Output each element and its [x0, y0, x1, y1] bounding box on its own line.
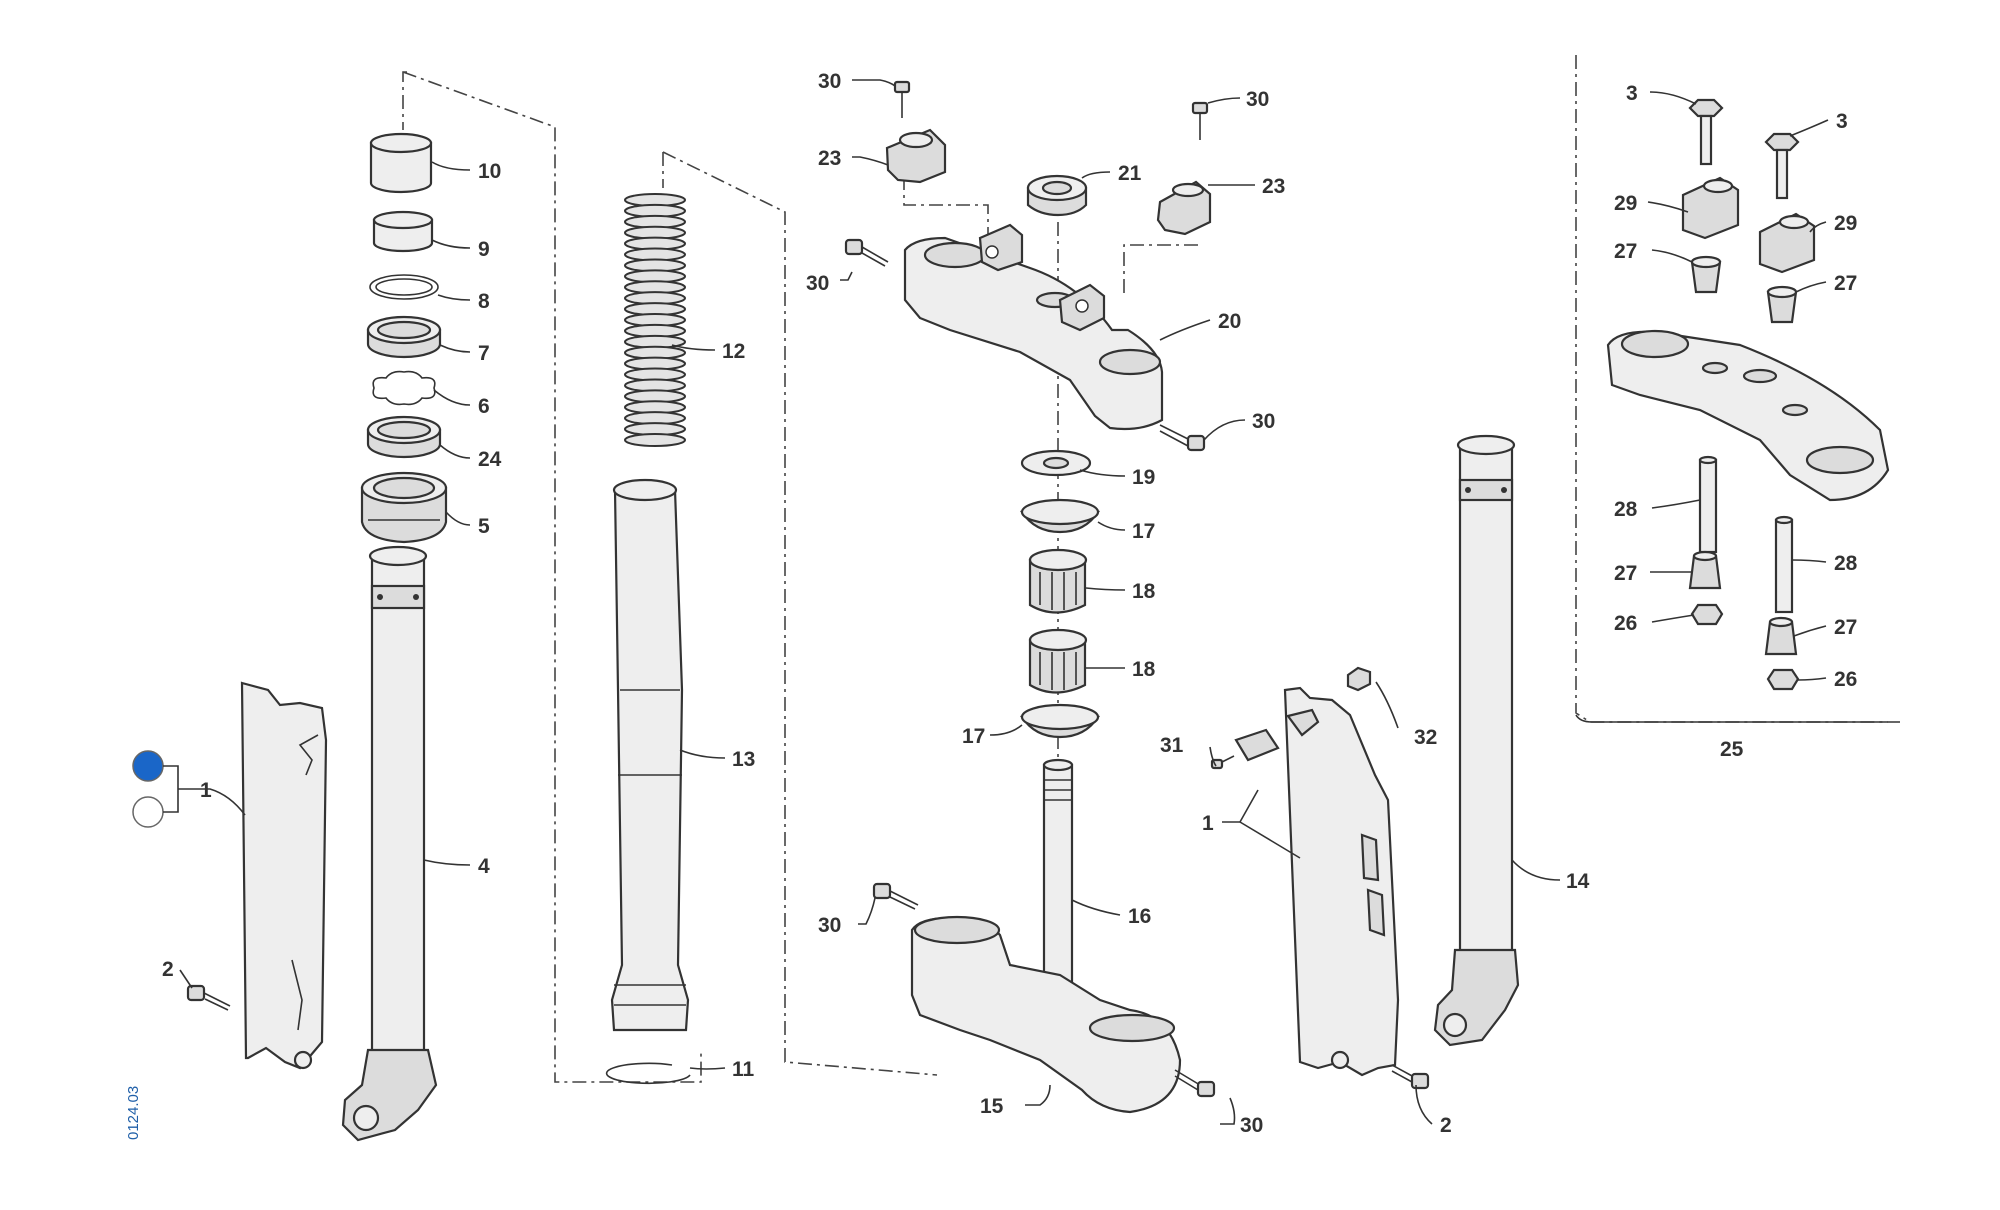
callout-30-c: 30	[1246, 88, 1269, 111]
callout-2-right: 2	[1440, 1114, 1452, 1137]
callout-28-b: 28	[1834, 552, 1858, 575]
callout-14: 14	[1566, 870, 1590, 893]
callout-30-d: 30	[1252, 410, 1275, 433]
callout-25: 25	[1720, 738, 1744, 761]
callout-19: 19	[1132, 466, 1155, 489]
callout-30-b: 30	[806, 272, 829, 295]
bolt-30-lower-left	[872, 882, 919, 910]
callout-30-e: 30	[818, 914, 841, 937]
callout-24: 24	[478, 448, 502, 471]
drawing-code: 0124.03	[125, 1086, 142, 1140]
callout-3-b: 3	[1836, 110, 1848, 133]
callout-21: 21	[1118, 162, 1142, 185]
callout-9: 9	[478, 238, 490, 261]
callout-23-b: 23	[1262, 175, 1285, 198]
fork-guard-right	[1283, 686, 1400, 1077]
callout-16: 16	[1128, 905, 1151, 928]
fork-outer-tube-4	[341, 545, 438, 1142]
bolt-2-right	[1391, 1064, 1430, 1090]
callout-27-c: 27	[1614, 562, 1637, 585]
callout-26-b: 26	[1834, 668, 1857, 691]
dust-seal-17-lower	[1019, 703, 1101, 739]
callout-28-a: 28	[1614, 498, 1638, 521]
callout-10: 10	[478, 160, 501, 183]
callout-2-left: 2	[162, 958, 174, 981]
dust-seal-17-upper	[1019, 498, 1101, 534]
callout-5: 5	[478, 515, 490, 538]
fork-cartridge-13	[605, 478, 691, 1085]
callout-12: 12	[722, 340, 745, 363]
alt-upper-clamp-kit-25	[1575, 98, 1900, 723]
callout-15: 15	[980, 1095, 1004, 1118]
nut-32	[1346, 666, 1372, 692]
callout-26-a: 26	[1614, 612, 1637, 635]
callout-31: 31	[1160, 734, 1184, 757]
callout-17-a: 17	[1132, 520, 1155, 543]
bearing-18-upper	[1028, 548, 1088, 614]
callout-6: 6	[478, 395, 490, 418]
steering-stem-16	[1042, 758, 1074, 1007]
color-variant-selector	[132, 750, 195, 828]
callout-labels: 10 9 8 7 6 24 5 4 1 2 12 13 11 30 23 30 …	[162, 70, 1858, 1137]
bolt-2-left	[186, 984, 231, 1011]
callout-30-f: 30	[1240, 1114, 1263, 1137]
fork-inner-tube-14	[1433, 434, 1520, 1047]
callout-1-right: 1	[1202, 812, 1214, 835]
bolt-30-lower-right	[1174, 1069, 1216, 1098]
leader-lines	[179, 79, 1829, 1125]
spring-coil	[624, 433, 686, 447]
fork-guard-left	[240, 681, 328, 1070]
lower-triple-clamp-15	[910, 915, 1182, 1114]
callout-18-b: 18	[1132, 658, 1156, 681]
callout-4: 4	[478, 855, 490, 878]
callout-27-b: 27	[1834, 272, 1857, 295]
callout-7: 7	[478, 342, 490, 365]
seal-stack-left	[360, 132, 448, 544]
callout-1-left: 1	[200, 779, 212, 802]
bearing-18-lower	[1028, 628, 1088, 694]
fork-spring-12	[624, 193, 686, 447]
callout-32: 32	[1414, 726, 1437, 749]
bolt-30-top-left	[844, 238, 889, 267]
color-swatch-white[interactable]	[132, 796, 164, 828]
callout-20: 20	[1218, 310, 1241, 333]
callout-8: 8	[478, 290, 490, 313]
callout-29-a: 29	[1614, 192, 1637, 215]
upper-triple-clamp-20	[903, 223, 1164, 431]
handlebar-clamps-23	[885, 80, 1212, 236]
callout-13: 13	[732, 748, 755, 771]
washer-19	[1020, 449, 1092, 477]
bolt-30-top-right	[1159, 424, 1206, 452]
color-swatch-blue[interactable]	[132, 750, 164, 782]
callout-18-a: 18	[1132, 580, 1156, 603]
callout-27-a: 27	[1614, 240, 1637, 263]
callout-30-a: 30	[818, 70, 841, 93]
callout-3-a: 3	[1626, 82, 1638, 105]
callout-27-d: 27	[1834, 616, 1857, 639]
steering-nut-21	[1026, 174, 1088, 217]
callout-11: 11	[732, 1058, 755, 1081]
callout-23-a: 23	[818, 147, 841, 170]
callout-17-b: 17	[962, 725, 985, 748]
callout-29-b: 29	[1834, 212, 1857, 235]
clip-31	[1210, 728, 1280, 770]
